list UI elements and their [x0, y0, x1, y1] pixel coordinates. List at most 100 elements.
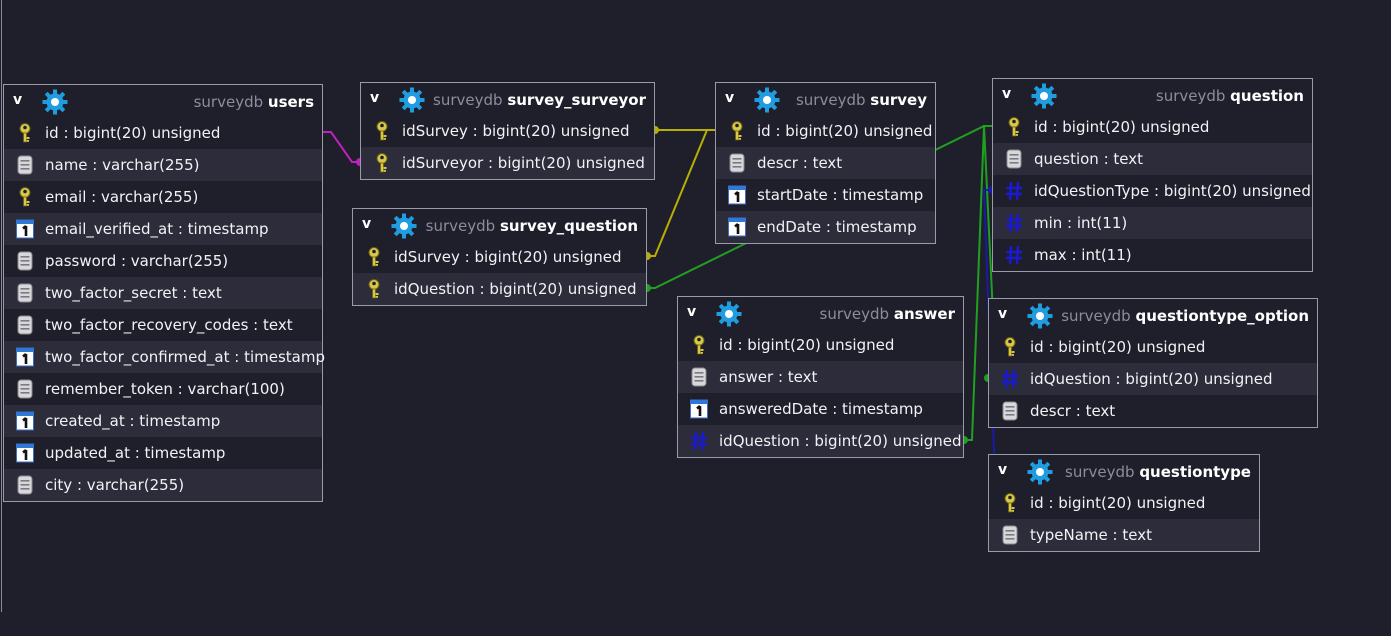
column-row[interactable]: descr : text: [716, 147, 935, 179]
column-row[interactable]: id : bigint(20) unsigned: [989, 331, 1317, 363]
text-icon: [726, 152, 748, 174]
collapse-toggle[interactable]: v: [687, 304, 697, 320]
table-title: surveydb answer: [820, 305, 955, 323]
gear-icon[interactable]: [1027, 459, 1053, 485]
date-icon: [14, 442, 36, 464]
table-header[interactable]: v surveydb users: [4, 85, 322, 117]
database-name: surveydb: [1155, 87, 1231, 105]
column-row[interactable]: remember_token : varchar(100): [4, 373, 322, 405]
table-header[interactable]: v surveydb questiontype_option: [989, 299, 1317, 331]
column-row[interactable]: idQuestionType : bigint(20) unsigned: [993, 175, 1312, 207]
column-label: email : varchar(255): [45, 188, 199, 206]
column-label: idSurveyor : bigint(20) unsigned: [402, 154, 645, 172]
column-label: remember_token : varchar(100): [45, 380, 285, 398]
key-icon: [14, 122, 36, 144]
database-name: surveydb: [193, 93, 268, 111]
column-row[interactable]: startDate : timestamp: [716, 179, 935, 211]
column-row[interactable]: question : text: [993, 143, 1312, 175]
database-name: surveydb: [819, 305, 894, 323]
table-header[interactable]: v surveydb answer: [678, 297, 963, 329]
column-row[interactable]: password : varchar(255): [4, 245, 322, 277]
date-icon: [688, 398, 710, 420]
table-title: surveydb question: [1156, 87, 1304, 105]
key-icon: [363, 278, 385, 300]
text-icon: [14, 282, 36, 304]
column-row[interactable]: id : bigint(20) unsigned: [716, 115, 935, 147]
collapse-toggle[interactable]: v: [998, 306, 1008, 322]
column-row[interactable]: name : varchar(255): [4, 149, 322, 181]
database-name: surveydb: [1061, 307, 1136, 325]
collapse-toggle[interactable]: v: [998, 462, 1008, 478]
date-icon: [14, 410, 36, 432]
column-row[interactable]: two_factor_confirmed_at : timestamp: [4, 341, 325, 373]
column-row[interactable]: updated_at : timestamp: [4, 437, 322, 469]
database-name: surveydb: [795, 91, 871, 109]
column-label: min : int(11): [1034, 214, 1128, 232]
column-label: idQuestion : bigint(20) unsigned: [394, 280, 637, 298]
collapse-toggle[interactable]: v: [370, 90, 380, 106]
column-row[interactable]: email : varchar(255): [4, 181, 322, 213]
column-row[interactable]: idQuestion : bigint(20) unsigned: [678, 425, 963, 457]
column-row[interactable]: idQuestion : bigint(20) unsigned: [989, 363, 1317, 395]
gear-icon[interactable]: [754, 87, 780, 113]
table-header[interactable]: v surveydb questiontype: [989, 455, 1259, 487]
column-row[interactable]: email_verified_at : timestamp: [4, 213, 322, 245]
column-label: descr : text: [1030, 402, 1116, 420]
collapse-toggle[interactable]: v: [725, 90, 735, 106]
column-row[interactable]: two_factor_secret : text: [4, 277, 322, 309]
gear-icon[interactable]: [1027, 303, 1053, 329]
table-header[interactable]: v surveydb survey_question: [353, 209, 646, 241]
column-row[interactable]: typeName : text: [989, 519, 1259, 551]
gear-icon[interactable]: [716, 301, 742, 327]
table-questiontype[interactable]: v surveydb questiontype id : bigint(20) …: [988, 454, 1260, 552]
column-label: answeredDate : timestamp: [719, 400, 923, 418]
table-answer[interactable]: v surveydb answer id : bigint(20) unsign…: [677, 296, 964, 458]
collapse-toggle[interactable]: v: [362, 216, 372, 232]
column-row[interactable]: id : bigint(20) unsigned: [4, 117, 322, 149]
gear-icon[interactable]: [42, 89, 68, 115]
column-row[interactable]: min : int(11): [993, 207, 1312, 239]
key-icon: [371, 120, 393, 142]
table-survey-surveyor[interactable]: v surveydb survey_surveyor idSurvey : bi…: [360, 82, 655, 180]
gear-icon[interactable]: [399, 87, 425, 113]
column-row[interactable]: city : varchar(255): [4, 469, 322, 501]
table-title: surveydb survey_surveyor: [433, 91, 646, 109]
column-label: name : varchar(255): [45, 156, 200, 174]
relation-line: [647, 129, 715, 257]
column-row[interactable]: idQuestion : bigint(20) unsigned: [353, 273, 646, 305]
text-icon: [688, 366, 710, 388]
table-header[interactable]: v surveydb question: [993, 79, 1312, 111]
table-name: users: [267, 93, 314, 111]
column-row[interactable]: answeredDate : timestamp: [678, 393, 963, 425]
hash-icon: [999, 368, 1021, 390]
column-row[interactable]: answer : text: [678, 361, 963, 393]
collapse-toggle[interactable]: v: [1002, 86, 1012, 102]
table-users[interactable]: v surveydb users id : bigint(20) unsigne…: [3, 84, 325, 502]
table-questiontype-option[interactable]: v surveydb questiontype_option id : bigi…: [988, 298, 1318, 428]
column-row[interactable]: created_at : timestamp: [4, 405, 322, 437]
column-row[interactable]: id : bigint(20) unsigned: [678, 329, 963, 361]
table-question[interactable]: v surveydb question id : bigint(20) unsi…: [992, 78, 1313, 272]
column-row[interactable]: id : bigint(20) unsigned: [993, 111, 1312, 143]
column-row[interactable]: idSurvey : bigint(20) unsigned: [361, 115, 654, 147]
date-icon: [14, 346, 36, 368]
column-row[interactable]: endDate : timestamp: [716, 211, 935, 243]
column-row[interactable]: two_factor_recovery_codes : text: [4, 309, 322, 341]
table-title: surveydb questiontype: [1065, 463, 1251, 481]
table-header[interactable]: v surveydb survey_surveyor: [361, 83, 654, 115]
gear-icon[interactable]: [1031, 83, 1057, 109]
column-label: updated_at : timestamp: [45, 444, 226, 462]
table-survey[interactable]: v surveydb survey id : bigint(20) unsign…: [715, 82, 936, 244]
collapse-toggle[interactable]: v: [13, 92, 23, 108]
table-header[interactable]: v surveydb survey: [716, 83, 935, 115]
table-survey-question[interactable]: v surveydb survey_question idSurvey : bi…: [352, 208, 647, 306]
column-row[interactable]: descr : text: [989, 395, 1317, 427]
gear-icon[interactable]: [391, 213, 417, 239]
text-icon: [14, 250, 36, 272]
column-row[interactable]: id : bigint(20) unsigned: [989, 487, 1259, 519]
column-row[interactable]: idSurveyor : bigint(20) unsigned: [361, 147, 654, 179]
column-row[interactable]: idSurvey : bigint(20) unsigned: [353, 241, 646, 273]
canvas-border: [1, 0, 2, 612]
column-row[interactable]: max : int(11): [993, 239, 1312, 271]
